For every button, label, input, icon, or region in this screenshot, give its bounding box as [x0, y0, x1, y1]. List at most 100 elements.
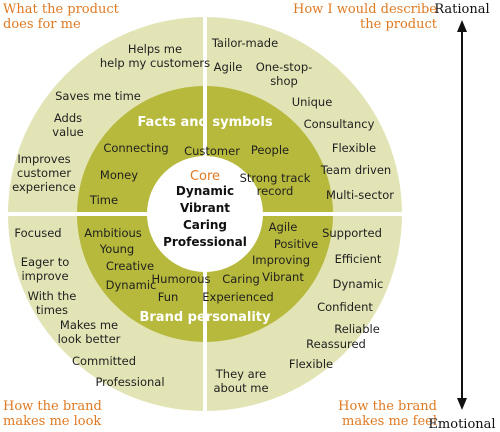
personality-word-line: Creative: [106, 259, 154, 273]
personality-word-line: Improving: [252, 253, 310, 267]
outer-label-bottom-right: Reassured: [306, 337, 366, 351]
core-word: Vibrant: [180, 201, 230, 215]
core-title: Core: [190, 169, 220, 184]
axis-label-emotional: Emotional: [428, 417, 495, 432]
outer-label-bottom-left-line: times: [36, 303, 68, 317]
facts-word-line: Strong track: [240, 171, 311, 185]
outer-label-bottom-left-line: look better: [58, 332, 121, 346]
personality-word-line: Fun: [158, 290, 179, 304]
personality-word: Experienced: [202, 290, 273, 304]
outer-label-bottom-left-line: With the: [28, 289, 77, 303]
personality-word: Creative: [106, 259, 154, 273]
outer-label-bottom-left-line: Focused: [14, 226, 61, 240]
facts-word: Money: [100, 168, 138, 182]
outer-label-top-right-line: Flexible: [332, 141, 376, 155]
outer-label-top-right: Flexible: [332, 141, 376, 155]
outer-label-top-left: Saves me time: [55, 89, 141, 103]
facts-word-line: People: [251, 143, 289, 157]
arrow-up-icon: [457, 20, 467, 32]
personality-word: Caring: [222, 272, 260, 286]
personality-word: Agile: [269, 220, 298, 234]
outer-label-top-left-line: Helps me: [128, 42, 182, 56]
outer-label-bottom-left-line: Makes me: [60, 318, 118, 332]
personality-word: Vibrant: [262, 270, 304, 284]
outer-label-top-left-line: experience: [12, 180, 76, 194]
outer-label-top-left-line: Saves me time: [55, 89, 141, 103]
outer-label-top-right-line: Multi-sector: [326, 188, 394, 202]
personality-word-line: Experienced: [202, 290, 273, 304]
arrow-down-icon: [457, 398, 467, 410]
outer-label-bottom-right-line: Reassured: [306, 337, 366, 351]
core-word-line: Professional: [163, 235, 247, 249]
outer-label-top-left-line: Improves: [17, 152, 70, 166]
core-word-line: Dynamic: [176, 184, 234, 198]
personality-word: Humorous: [152, 272, 211, 286]
outer-label-bottom-left-line: Eager to: [21, 255, 70, 269]
facts-word: People: [251, 143, 289, 157]
facts-word-line: Connecting: [103, 141, 168, 155]
outer-label-top-right-line: shop: [270, 74, 298, 88]
personality-word-line: Positive: [274, 237, 318, 251]
outer-label-top-left-line: help my customers: [100, 56, 210, 70]
vertical-divider-top: [203, 0, 207, 156]
outer-label-top-left-line: customer: [17, 166, 71, 180]
outer-label-top-right: Unique: [292, 95, 333, 109]
outer-label-bottom-left: Professional: [95, 375, 164, 389]
personality-word: Dynamic: [106, 278, 157, 292]
outer-label-top-right: Agile: [214, 60, 243, 74]
outer-label-top-right-line: One-stop-: [256, 60, 313, 74]
outer-label-bottom-right: Supported: [322, 226, 382, 240]
outer-label-top-right: Tailor-made: [211, 36, 278, 50]
personality-word-line: Humorous: [152, 272, 211, 286]
personality-word-line: Dynamic: [106, 278, 157, 292]
core-word: Professional: [163, 235, 247, 249]
outer-label-bottom-right: Confident: [317, 300, 373, 314]
horizontal-divider: [0, 212, 410, 216]
personality-word-line: Agile: [269, 220, 298, 234]
personality-word-line: Ambitious: [84, 226, 142, 240]
personality-word-line: Young: [99, 242, 134, 256]
outer-label-bottom-right-line: Supported: [322, 226, 382, 240]
facts-word: Connecting: [103, 141, 168, 155]
facts-word-line: Money: [100, 168, 138, 182]
outer-label-bottom-right-line: Reliable: [334, 322, 380, 336]
outer-label-bottom-right-line: Confident: [317, 300, 373, 314]
outer-label-top-left-line: value: [52, 125, 83, 139]
axis-label-rational: Rational: [434, 2, 489, 17]
corner-label-top-right-line: the product: [360, 17, 438, 32]
facts-and-symbols-title-line: Facts and symbols: [137, 115, 272, 130]
corner-label-top-left-line: does for me: [3, 17, 81, 32]
facts-word-line: Time: [89, 193, 118, 207]
outer-label-top-right: Multi-sector: [326, 188, 394, 202]
outer-label-top-right: Team driven: [320, 163, 391, 177]
outer-label-top-right-line: Team driven: [320, 163, 391, 177]
facts-word-line: record: [257, 184, 294, 198]
outer-label-top-right: Consultancy: [304, 117, 375, 131]
facts-and-symbols-title: Facts and symbols: [137, 115, 272, 130]
outer-label-bottom-left-line: improve: [21, 269, 68, 283]
core-word: Dynamic: [176, 184, 234, 198]
outer-label-top-right: One-stop-shop: [256, 60, 313, 88]
outer-label-bottom-left: Focused: [14, 226, 61, 240]
personality-word: Fun: [158, 290, 179, 304]
personality-word: Positive: [274, 237, 318, 251]
outer-label-bottom-right: Flexible: [289, 357, 333, 371]
corner-label-top-left-line: What the product: [3, 2, 120, 17]
outer-label-bottom-right: Reliable: [334, 322, 380, 336]
outer-label-bottom-left-line: Professional: [95, 375, 164, 389]
personality-word-line: Caring: [222, 272, 260, 286]
